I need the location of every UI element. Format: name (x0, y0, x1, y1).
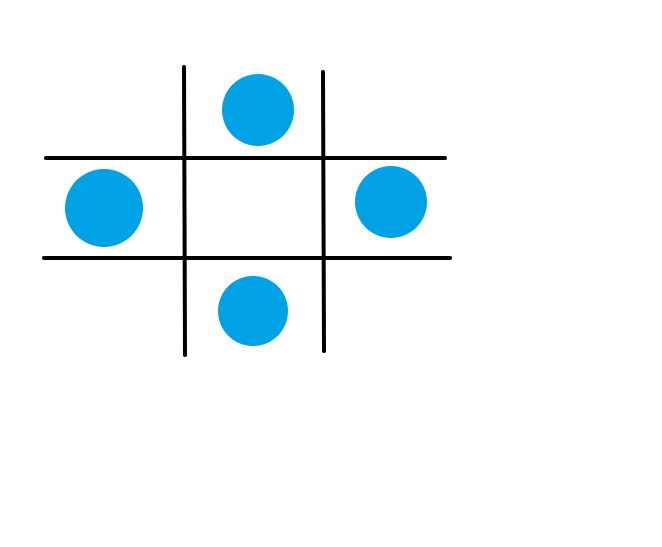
circle-marker-r1-c0 (65, 169, 143, 247)
board-cell-r1-c1[interactable] (185, 159, 324, 259)
grid-line-vertical-left (182, 65, 187, 357)
grid-line-vertical-right (321, 70, 326, 353)
circle-marker-r2-c1 (218, 276, 288, 346)
grid-lines (42, 65, 452, 357)
circle-marker-r1-c2 (355, 166, 427, 238)
circle-marker-r0-c1 (222, 74, 294, 146)
board-cell-r0-c2[interactable] (324, 67, 450, 158)
board-cell-r2-c2[interactable] (324, 259, 450, 351)
board-cell-r2-c0[interactable] (46, 259, 184, 351)
board-cells (46, 67, 450, 351)
board-cell-r0-c0[interactable] (46, 67, 184, 158)
